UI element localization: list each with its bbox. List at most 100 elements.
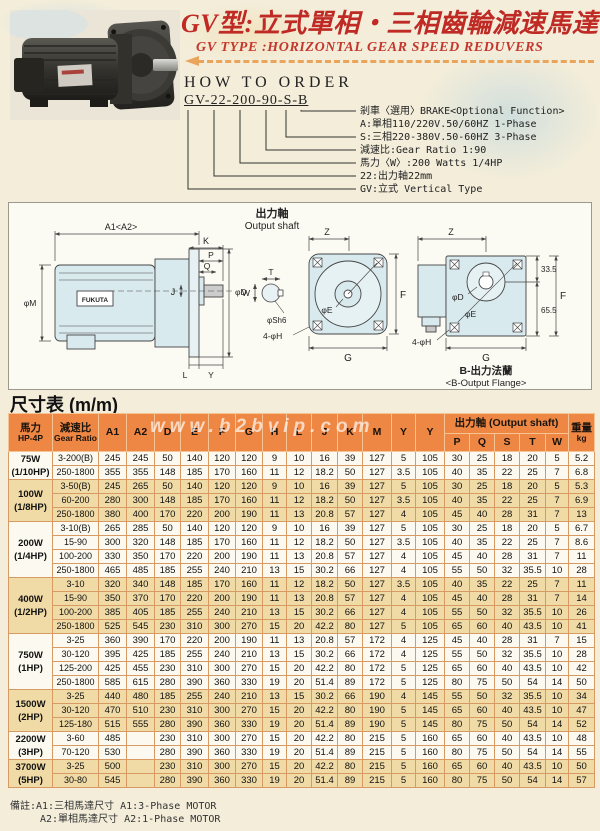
dim-cell: 54 xyxy=(519,717,546,732)
dim-cell: 125 xyxy=(415,647,445,662)
dim-cell: 30 xyxy=(444,451,470,466)
dim-cell: 370 xyxy=(126,591,155,606)
dim-cell: 270 xyxy=(235,703,263,718)
dim-cell: 170 xyxy=(208,535,236,550)
dim-cell: 470 xyxy=(98,703,127,718)
dim-cell: 4 xyxy=(391,563,416,578)
dim-cell: 425 xyxy=(98,661,127,676)
dim-cell: 51.4 xyxy=(311,717,338,732)
dim-cell: 50 xyxy=(494,773,520,788)
dim-cell: 140 xyxy=(180,451,209,466)
dim-cell: 330 xyxy=(235,717,263,732)
dim-cell: 15 xyxy=(286,605,312,620)
dim-cell: 190 xyxy=(362,717,392,732)
dim-cell: 50 xyxy=(154,451,181,466)
hp-label: (5HP) xyxy=(18,774,43,786)
dim-label-phi-e2: φE xyxy=(465,309,477,319)
dim-cell: 14 xyxy=(544,717,570,732)
power-label: 100W xyxy=(18,488,43,500)
dim-cell: 5 xyxy=(391,521,416,536)
dim-cell: 215 xyxy=(362,745,392,760)
dim-cell: 20 xyxy=(519,479,546,494)
power-group-cell: 400W(1/2HP) xyxy=(8,577,53,634)
dim-cell: 35 xyxy=(469,493,495,508)
dim-cell: 10 xyxy=(544,647,570,662)
dim-label-t: T xyxy=(268,267,273,277)
power-label: 3700W xyxy=(15,761,46,773)
dim-cell: 25 xyxy=(519,493,546,508)
dim-cell: 28 xyxy=(568,563,596,578)
dim-cell: 215 xyxy=(362,731,392,746)
dim-cell: 405 xyxy=(126,605,155,620)
ratio-cell: 125-180 xyxy=(52,717,99,732)
dim-cell: 28 xyxy=(568,647,596,662)
dim-label-335: 33.5 xyxy=(541,265,557,274)
dim-cell: 105 xyxy=(415,577,445,592)
ratio-cell: 60-200 xyxy=(52,493,99,508)
dim-cell: 10 xyxy=(544,731,570,746)
dim-cell: 60 xyxy=(469,731,495,746)
ratio-cell: 15-90 xyxy=(52,535,99,550)
dim-cell: 200 xyxy=(208,591,236,606)
dim-cell: 160 xyxy=(415,759,445,774)
dim-cell: 127 xyxy=(362,591,392,606)
dim-cell: 11 xyxy=(262,493,287,508)
dim-cell: 55 xyxy=(444,689,470,704)
ratio-cell: 100-200 xyxy=(52,549,99,564)
dim-cell: 280 xyxy=(154,773,181,788)
ratio-cell: 125-200 xyxy=(52,661,99,676)
dim-cell: 50 xyxy=(494,745,520,760)
col-header-dim: K xyxy=(337,413,363,452)
dim-cell: 11 xyxy=(568,549,596,564)
dim-cell: 425 xyxy=(126,647,155,662)
dim-cell: 50 xyxy=(568,675,596,690)
dim-cell: 8.6 xyxy=(568,535,596,550)
dim-cell: 160 xyxy=(235,535,263,550)
power-group-cell: 100W(1/8HP) xyxy=(8,479,53,522)
dim-cell: 80 xyxy=(444,773,470,788)
ratio-cell: 30-80 xyxy=(52,773,99,788)
dim-cell: 390 xyxy=(180,717,209,732)
ratio-cell: 3-10 xyxy=(52,577,99,592)
dim-cell: 75 xyxy=(469,773,495,788)
dim-cell: 390 xyxy=(180,745,209,760)
brand-label: FUKUTA xyxy=(82,297,109,304)
dim-cell: 190 xyxy=(235,633,263,648)
dim-cell: 35.5 xyxy=(519,563,546,578)
dim-cell: 350 xyxy=(98,591,127,606)
dim-cell: 127 xyxy=(362,451,392,466)
dim-cell: 400 xyxy=(126,507,155,522)
dim-cell: 148 xyxy=(154,493,181,508)
dim-cell: 170 xyxy=(208,577,236,592)
dim-cell: 18 xyxy=(494,479,520,494)
dim-cell: 230 xyxy=(154,731,181,746)
ratio-cell: 250-1800 xyxy=(52,507,99,522)
dim-cell: 19 xyxy=(262,745,287,760)
dim-cell: 10 xyxy=(286,451,312,466)
dim-cell: 10 xyxy=(544,563,570,578)
dim-cell: 20 xyxy=(519,521,546,536)
dim-cell: 4 xyxy=(391,633,416,648)
dim-cell: 35 xyxy=(469,577,495,592)
dim-cell: 10 xyxy=(544,619,570,634)
hp-label: (3HP) xyxy=(18,746,43,758)
dim-cell: 55 xyxy=(444,563,470,578)
dim-cell: 48 xyxy=(568,731,596,746)
dim-cell: 30.2 xyxy=(311,605,338,620)
dim-cell: 52 xyxy=(568,717,596,732)
dim-cell: 215 xyxy=(362,773,392,788)
dim-cell: 300 xyxy=(208,731,236,746)
dim-cell: 125 xyxy=(415,661,445,676)
power-group-cell: 1500W(2HP) xyxy=(8,689,53,732)
dim-cell: 360 xyxy=(208,675,236,690)
dim-cell: 19 xyxy=(262,717,287,732)
dim-label-p: P xyxy=(208,250,214,260)
motor-photo xyxy=(10,10,180,120)
dim-cell: 51.4 xyxy=(311,675,338,690)
dim-cell: 210 xyxy=(235,605,263,620)
ratio-cell: 250-1800 xyxy=(52,563,99,578)
